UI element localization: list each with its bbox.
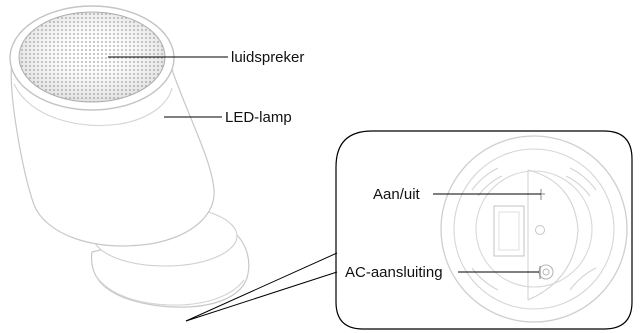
- underside-inset: [335, 130, 633, 330]
- led-lamp-label: LED-lamp: [225, 109, 292, 126]
- speaker-label: luidspreker: [231, 49, 304, 66]
- ac-connector-label: AC-aansluiting: [345, 264, 443, 281]
- inset-callout-line-upper: [185, 252, 338, 322]
- power-switch-label: Aan/uit: [373, 186, 421, 203]
- bottom-plate: [440, 135, 628, 323]
- ac-connector: [538, 264, 554, 280]
- inset-callout-line-lower: [185, 271, 338, 322]
- speaker-device: [9, 5, 250, 308]
- device-body: [10, 61, 215, 247]
- label-recess: [493, 205, 525, 257]
